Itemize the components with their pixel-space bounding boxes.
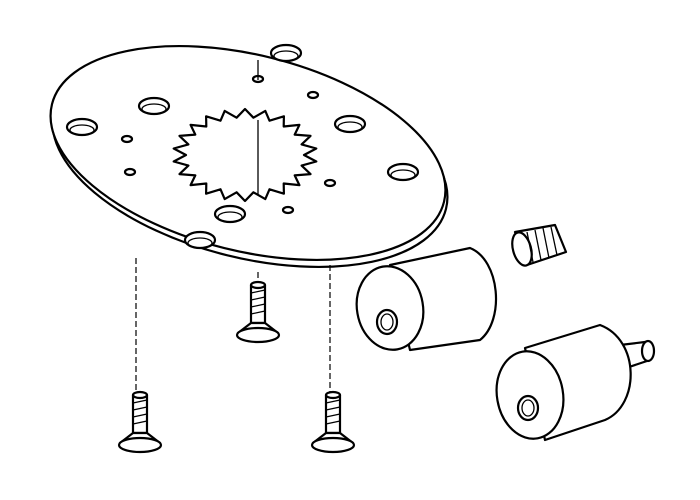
spline-bore — [172, 107, 318, 203]
countersunk-screw — [235, 280, 281, 344]
buffer-cylinder — [355, 246, 498, 352]
set-screw — [511, 223, 568, 267]
adapter-plate — [49, 43, 449, 269]
countersunk-screw — [310, 390, 356, 454]
spline-teeth — [172, 107, 318, 203]
buffer-cylinder-with-stud — [495, 323, 656, 442]
mounting-holes — [65, 43, 420, 250]
countersunk-screw — [117, 390, 163, 454]
